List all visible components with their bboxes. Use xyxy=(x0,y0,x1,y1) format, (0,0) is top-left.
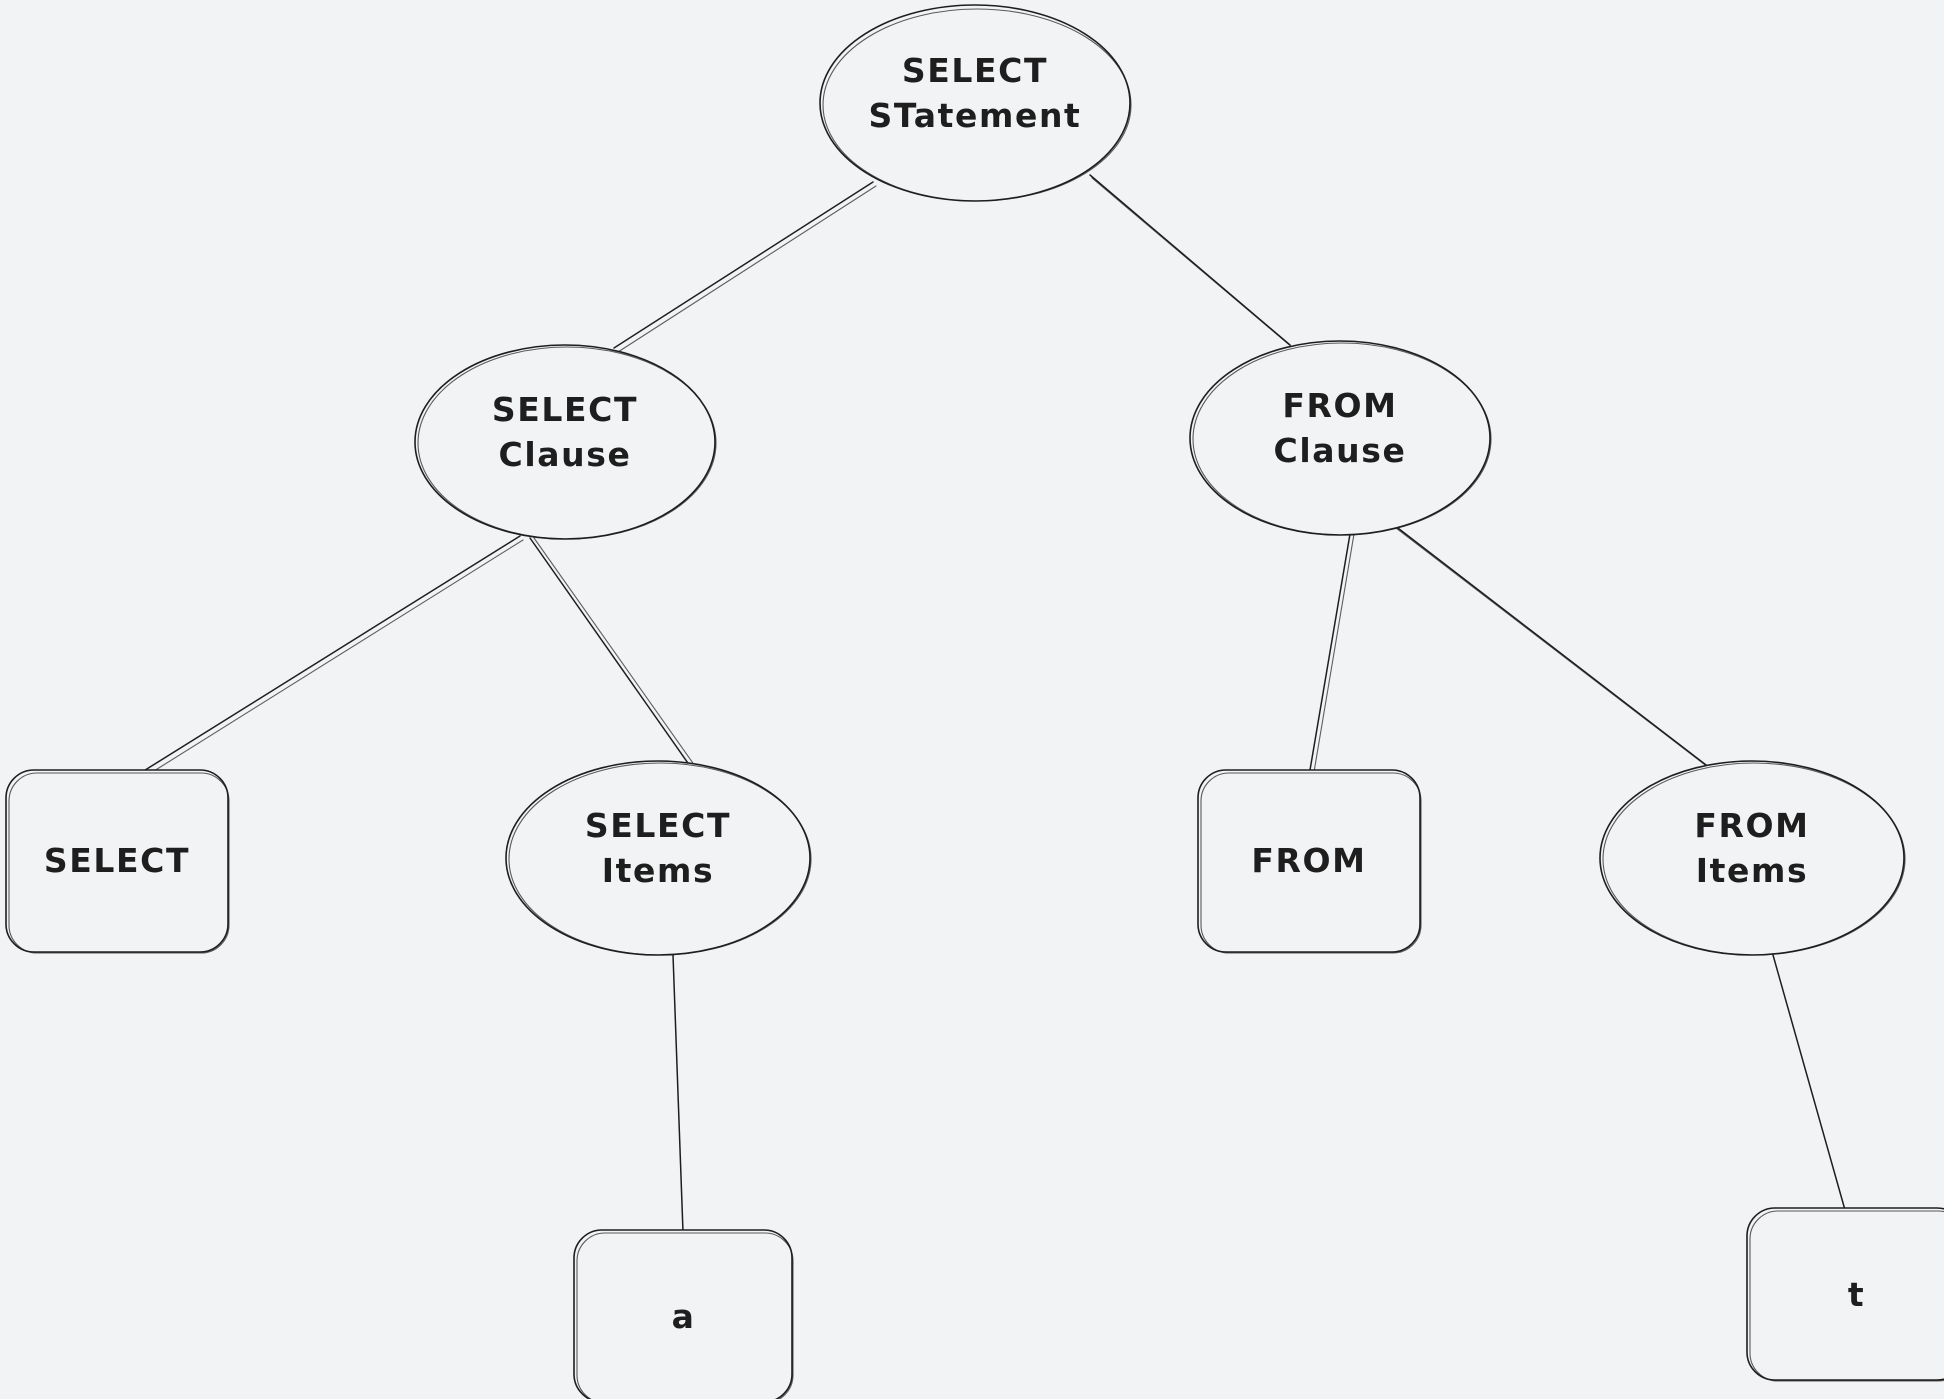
node-rect xyxy=(573,1229,793,1399)
node-label: t xyxy=(1848,1275,1864,1314)
node-rect-ghost xyxy=(576,1232,794,1399)
node-ellipse-ghost xyxy=(508,762,812,956)
node-select-clause[interactable]: SELECT Clause xyxy=(414,344,717,540)
node-label-line2: Clause xyxy=(1274,431,1407,470)
node-leaf-t[interactable]: t xyxy=(1746,1207,1944,1382)
edge-root-to-from-clause xyxy=(1089,174,1294,349)
edge-stroke-ghost xyxy=(533,537,696,767)
node-from-clause[interactable]: FROM Clause xyxy=(1189,340,1492,536)
node-rect-ghost xyxy=(1200,772,1422,954)
edge-stroke xyxy=(529,537,691,767)
node-rect xyxy=(5,769,229,953)
edge-select-clause-to-select-terminal xyxy=(141,535,524,777)
node-label-line1: FROM xyxy=(1694,806,1809,845)
edge-stroke-ghost xyxy=(1091,177,1294,349)
edge-select-items-to-leaf-a xyxy=(672,954,684,1233)
node-from-items[interactable]: FROM Items xyxy=(1599,760,1906,956)
edge-from-items-to-leaf-t xyxy=(1772,954,1846,1211)
edge-layer xyxy=(141,174,1846,1233)
node-ellipse-ghost xyxy=(822,8,1132,202)
edge-select-clause-to-select-items xyxy=(529,537,696,767)
node-rect xyxy=(1746,1207,1944,1381)
node-ellipse-ghost xyxy=(1602,762,1906,956)
node-label: SELECT xyxy=(44,841,190,880)
node-ellipse-ghost xyxy=(417,346,717,540)
node-label: FROM xyxy=(1251,841,1366,880)
node-ellipse-ghost xyxy=(1192,342,1492,536)
node-label-line2: Items xyxy=(602,851,714,890)
edge-stroke-ghost xyxy=(617,185,877,353)
edge-from-clause-to-from-items xyxy=(1389,521,1714,772)
node-label: a xyxy=(672,1297,695,1336)
edge-root-to-select-clause xyxy=(613,181,877,353)
edge-stroke-ghost xyxy=(1313,533,1355,773)
node-select-terminal[interactable]: SELECT xyxy=(5,769,230,954)
node-rect-ghost xyxy=(8,772,230,954)
edge-stroke xyxy=(672,954,684,1233)
edge-stroke-ghost xyxy=(1391,524,1714,772)
edge-stroke xyxy=(1309,533,1351,771)
edge-stroke xyxy=(141,535,521,773)
edge-stroke xyxy=(1389,521,1711,769)
node-rect-ghost xyxy=(1749,1210,1944,1382)
node-label-line1: FROM xyxy=(1282,386,1397,425)
node-label-line2: Clause xyxy=(499,435,632,474)
node-select-statement[interactable]: SELECT STatement xyxy=(819,4,1132,202)
node-label-line1: SELECT xyxy=(585,806,731,845)
node-label-line1: SELECT xyxy=(902,51,1048,90)
node-rect xyxy=(1197,769,1421,953)
edge-from-clause-to-from-terminal xyxy=(1309,533,1355,773)
node-from-terminal[interactable]: FROM xyxy=(1197,769,1422,954)
edge-stroke-ghost xyxy=(145,539,524,777)
edge-stroke xyxy=(613,181,874,349)
node-label-line2: STatement xyxy=(869,96,1082,135)
node-select-items[interactable]: SELECT Items xyxy=(505,760,812,956)
edge-stroke xyxy=(1772,954,1846,1211)
node-leaf-a[interactable]: a xyxy=(573,1229,794,1399)
node-label-line2: Items xyxy=(1696,851,1808,890)
node-label-line1: SELECT xyxy=(492,390,638,429)
